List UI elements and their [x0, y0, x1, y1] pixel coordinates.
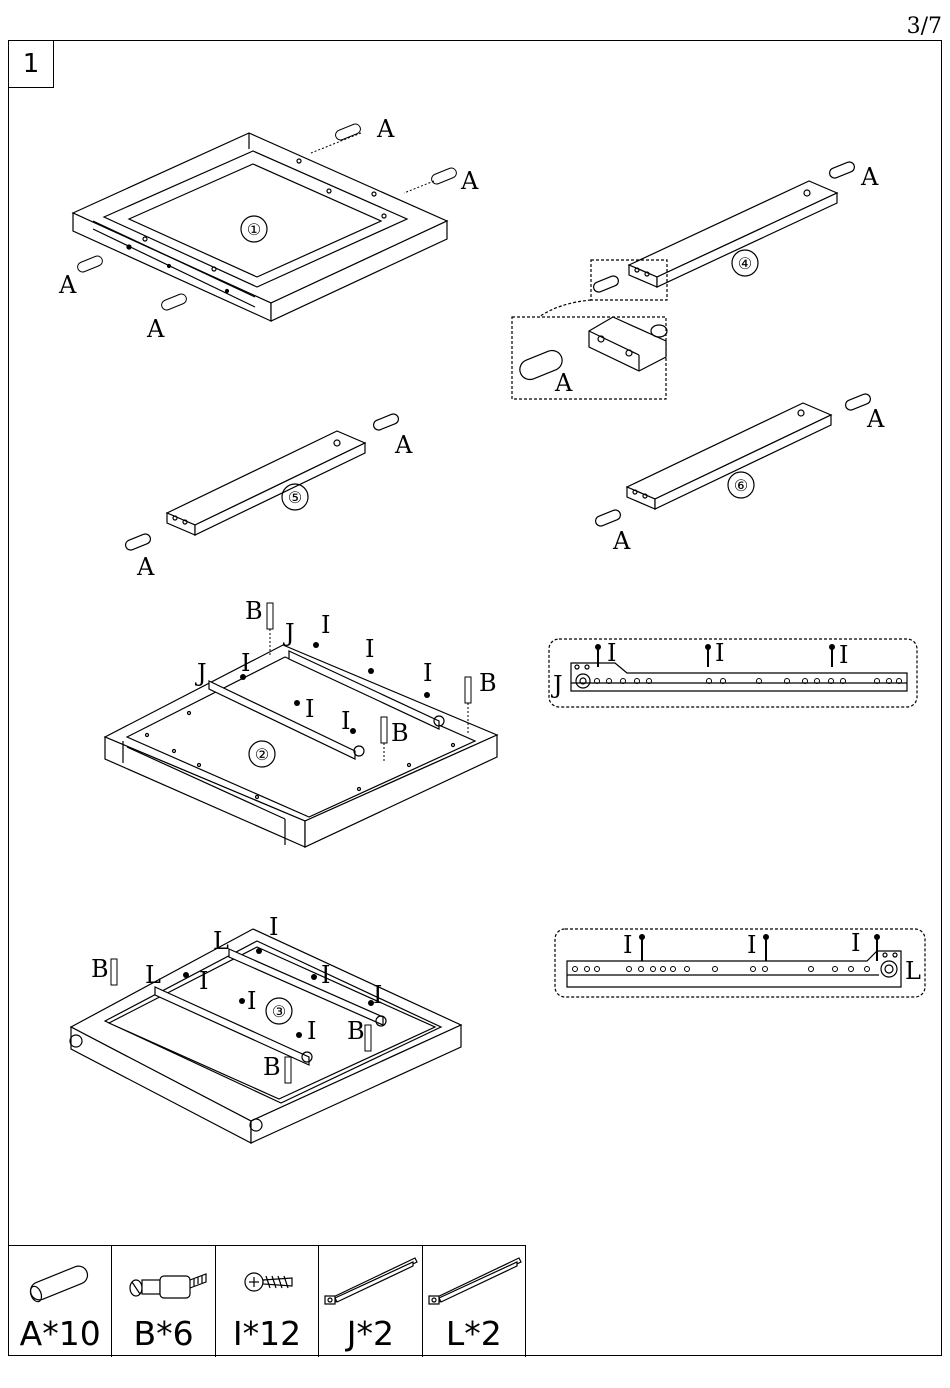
drawer-slide-l-icon — [423, 1252, 527, 1312]
label-i: I — [715, 639, 724, 667]
label-j: J — [550, 671, 563, 699]
panel-2-number: ② — [255, 745, 269, 764]
label-a: A — [136, 553, 155, 581]
part-cell-j: J*2 — [319, 1246, 422, 1357]
panel-3-number: ③ — [272, 1002, 286, 1021]
panel-1-number: ① — [247, 220, 261, 239]
label-a: A — [376, 115, 395, 143]
label-i: I — [321, 961, 330, 989]
label-i: I — [307, 1017, 316, 1045]
screw-icon — [216, 1252, 320, 1312]
label-a: A — [554, 369, 573, 397]
label-i: I — [241, 649, 250, 677]
panel-5-number: ⑤ — [288, 488, 302, 507]
label-a: A — [860, 163, 879, 191]
label-b: B — [479, 669, 497, 697]
label-i: I — [199, 967, 208, 995]
label-l: L — [905, 957, 921, 985]
part-cell-l: L*2 — [423, 1246, 525, 1357]
part-label: A*10 — [9, 1314, 111, 1353]
part-cell-i: I*12 — [216, 1246, 319, 1357]
label-i: I — [321, 611, 330, 639]
panel-4-number: ④ — [738, 254, 752, 273]
panel-6-drawing: ⑥ A A — [594, 392, 885, 555]
label-i: I — [747, 931, 756, 959]
label-i: I — [623, 931, 632, 959]
label-a: A — [58, 271, 77, 299]
label-i: I — [305, 695, 314, 723]
label-i: I — [607, 639, 616, 667]
label-a: A — [394, 431, 413, 459]
label-i: I — [839, 641, 848, 669]
instruction-frame: 1 — [8, 40, 942, 1356]
drawer-slide-j-icon — [319, 1252, 423, 1312]
panel-6-number: ⑥ — [734, 476, 748, 495]
label-i: I — [373, 981, 382, 1009]
label-j: J — [282, 619, 295, 647]
label-i: I — [341, 707, 350, 735]
part-label: L*2 — [423, 1314, 525, 1353]
label-l: L — [213, 927, 229, 955]
label-b: B — [263, 1053, 281, 1081]
label-l: L — [145, 961, 161, 989]
label-a: A — [460, 167, 479, 195]
part-label: I*12 — [216, 1314, 318, 1353]
panel-4-drawing: ④ A A — [512, 160, 879, 399]
part-label: B*6 — [112, 1314, 214, 1353]
label-a: A — [866, 405, 885, 433]
panel-3-drawing: ③ B B B L L I I I I I I — [70, 913, 461, 1143]
label-i: I — [365, 635, 374, 663]
assembly-drawing: ① A A A A ④ A A — [9, 41, 943, 1245]
label-b: B — [91, 955, 109, 983]
label-b: B — [245, 597, 263, 625]
label-a: A — [612, 527, 631, 555]
label-a: A — [146, 315, 165, 343]
panel-5-drawing: ⑤ A A — [124, 412, 413, 581]
label-i: I — [851, 929, 860, 957]
parts-list: A*10 B*6 I*12 — [9, 1245, 526, 1357]
label-i: I — [423, 659, 432, 687]
detail-l-drawing: I I I L — [555, 929, 925, 997]
label-b: B — [391, 719, 409, 747]
label-b: B — [347, 1017, 365, 1045]
part-label: J*2 — [319, 1314, 421, 1353]
label-i: I — [269, 913, 278, 941]
detail-j-drawing: J I I I — [549, 639, 917, 707]
panel-1-drawing: ① A A A A — [58, 115, 479, 343]
page-number: 3/7 — [907, 14, 942, 39]
part-cell-a: A*10 — [9, 1246, 112, 1357]
label-j: J — [194, 659, 207, 687]
panel-2-drawing: ② B B B J J I I I I I I — [105, 597, 497, 847]
part-cell-b: B*6 — [112, 1246, 215, 1357]
label-i: I — [247, 987, 256, 1015]
cam-bolt-icon — [112, 1252, 216, 1312]
dowel-icon — [9, 1252, 109, 1312]
